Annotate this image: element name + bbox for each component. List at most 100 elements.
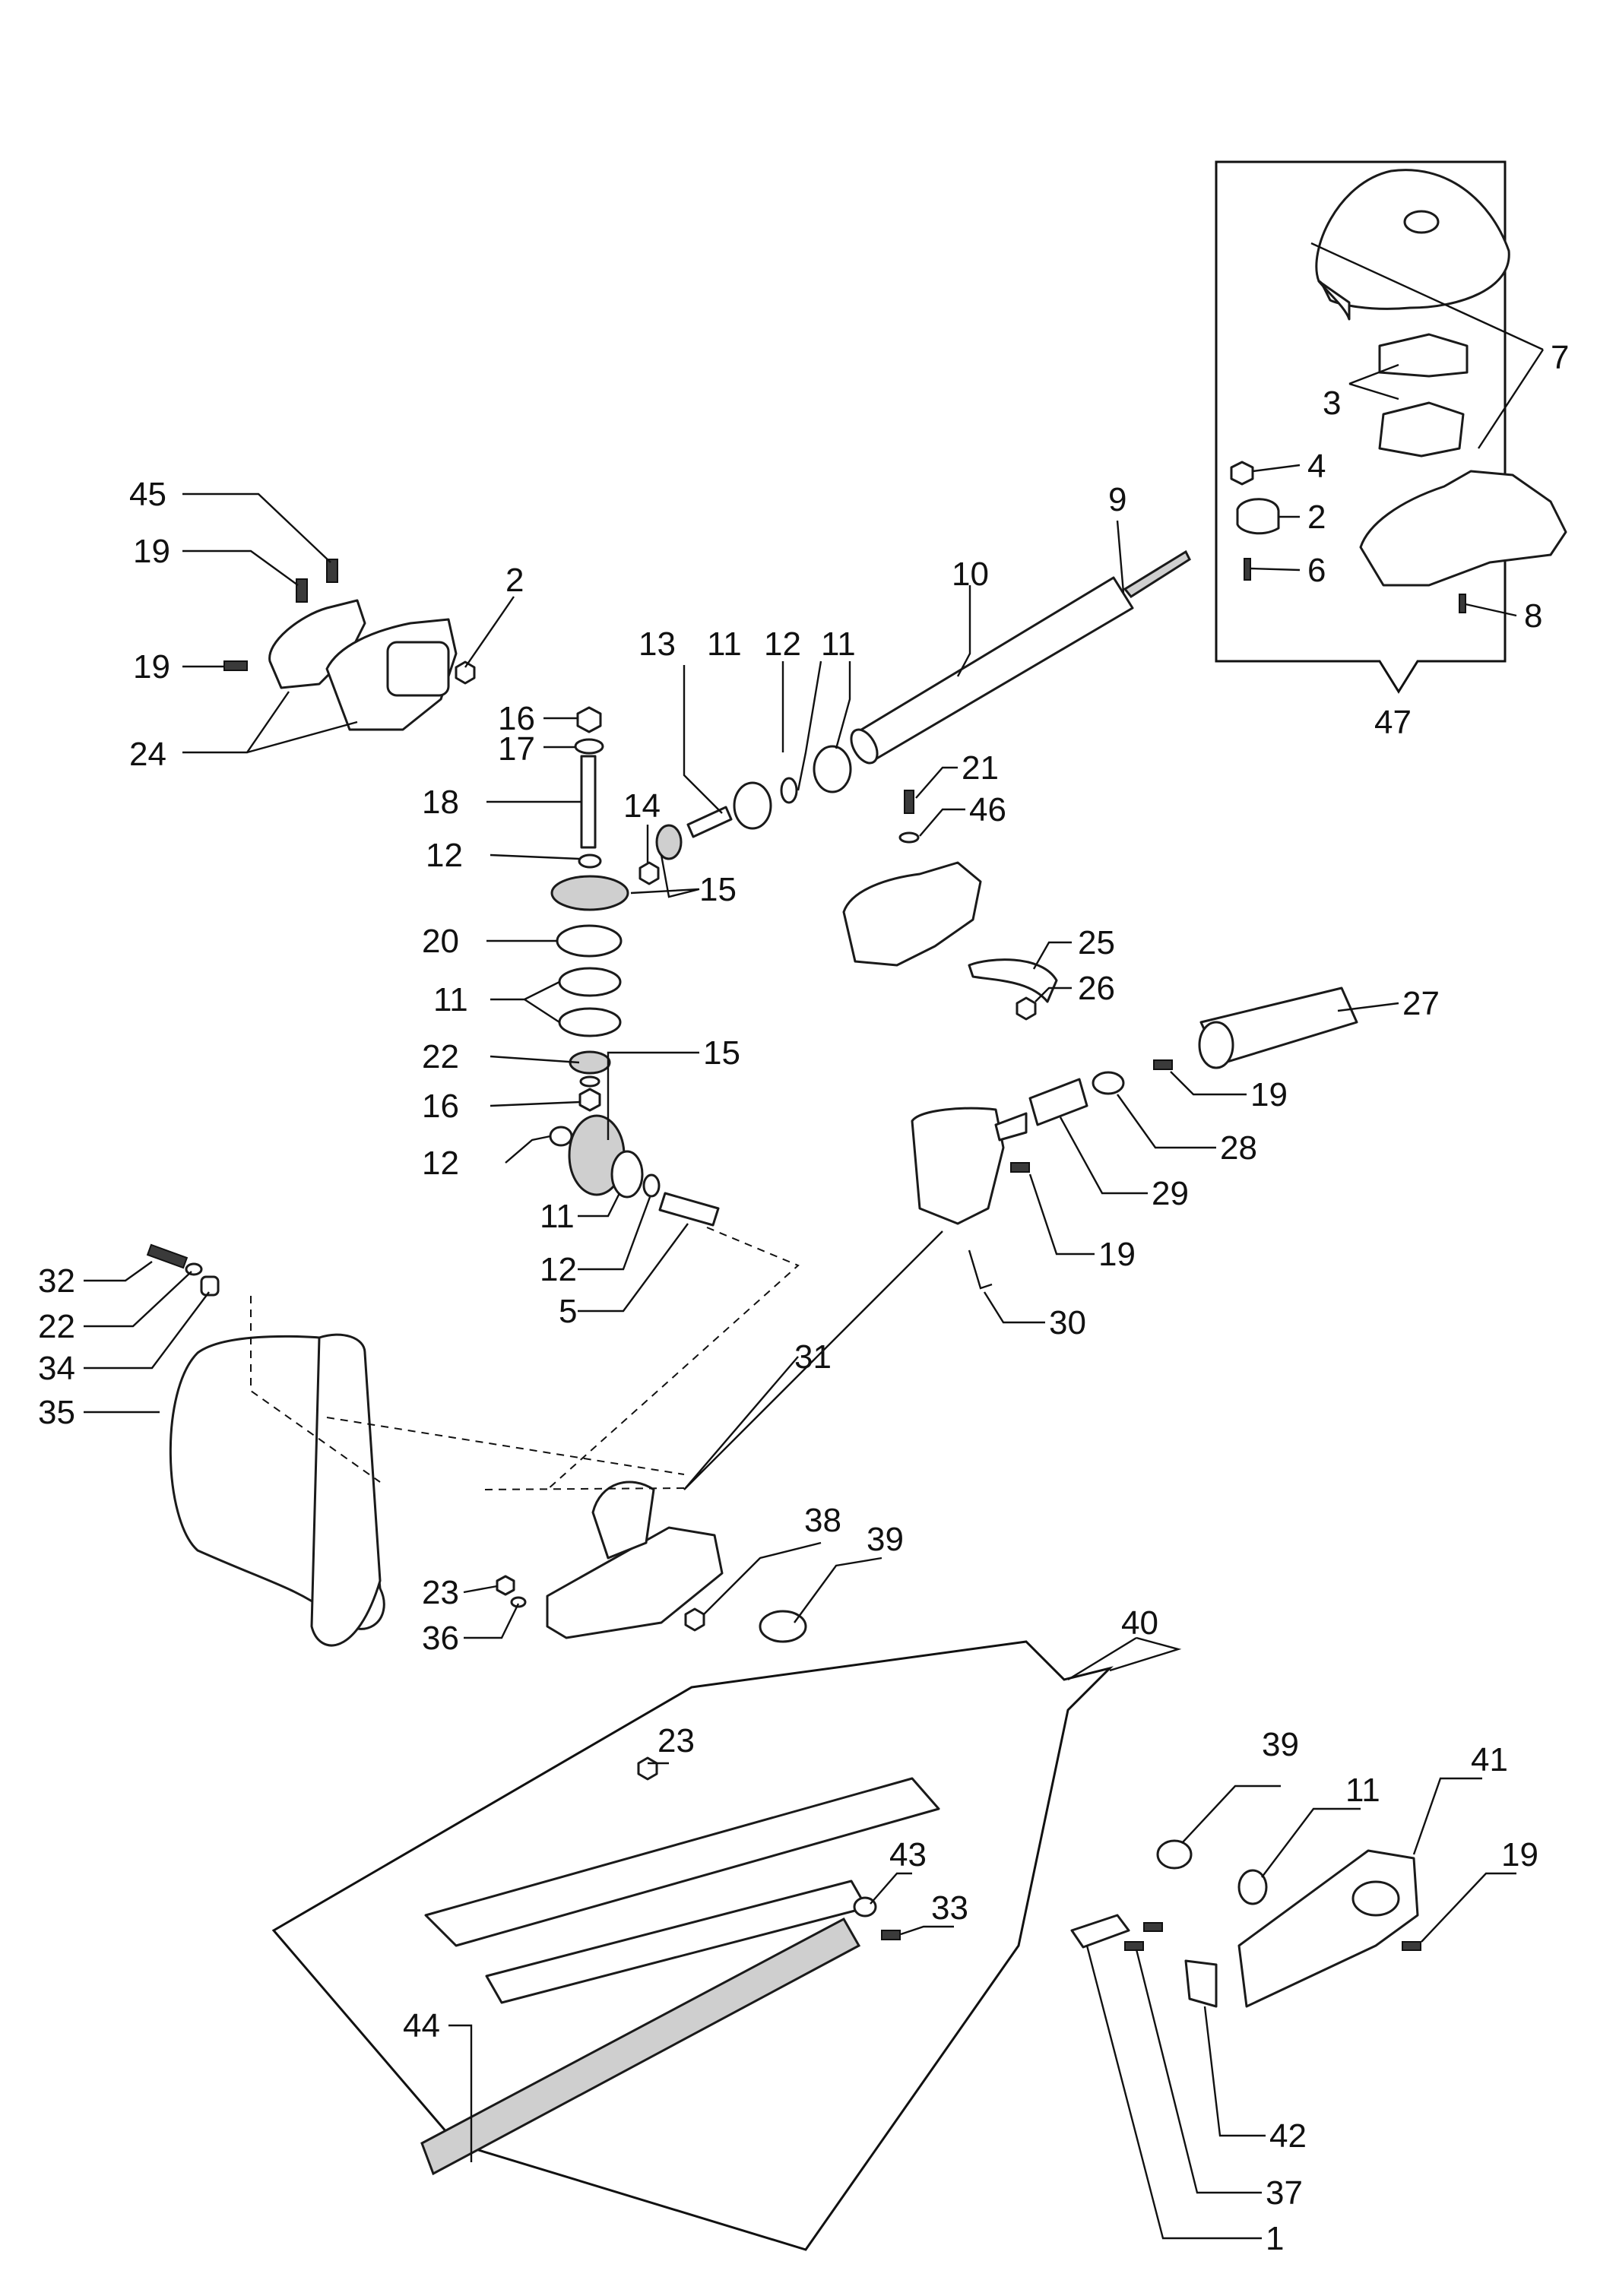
- callout-39: 39: [1262, 1726, 1299, 1763]
- nut-14: [638, 861, 660, 885]
- assembly-lines: [250, 1227, 800, 1490]
- callout-11: 11: [1345, 1772, 1380, 1809]
- spindle-18: [580, 755, 597, 849]
- callout-29: 29: [1152, 1175, 1189, 1212]
- screw-19b: [223, 660, 248, 671]
- gear-case: [842, 790, 1058, 1021]
- callout-11: 11: [433, 981, 468, 1018]
- screw-6: [1244, 558, 1251, 581]
- callout-16: 16: [498, 700, 535, 737]
- spring-plate-25: [968, 958, 1058, 1003]
- nut-23b: [637, 1756, 658, 1781]
- callout-26: 26: [1078, 970, 1115, 1007]
- o-ring-20: [556, 924, 623, 958]
- callout-18: 18: [422, 784, 459, 821]
- washer-46: [898, 831, 920, 844]
- bolt-32: [146, 1243, 189, 1269]
- callout-7: 7: [1551, 339, 1569, 376]
- screw-19c: [1153, 1059, 1173, 1070]
- nut-23: [496, 1575, 515, 1596]
- screw-19e: [1402, 1941, 1421, 1951]
- callout-19: 19: [1501, 1836, 1538, 1873]
- cover-plate-41: [1237, 1849, 1419, 2008]
- shaft-gear-13: [686, 806, 733, 838]
- pinion-15b: [655, 824, 683, 860]
- gear-housing-24: [223, 559, 476, 731]
- leader-lines: [84, 242, 1545, 2240]
- blade-upper: [424, 1777, 940, 1947]
- callout-labels: 7 3 4 2 6 8 47 45 19 19 24 2 9 10 13 11 …: [38, 339, 1569, 2257]
- ring-12c: [642, 1173, 661, 1198]
- bearing-11e: [813, 745, 852, 793]
- washer-22: [579, 1075, 600, 1088]
- callout-24: 24: [129, 736, 166, 773]
- callout-33: 33: [931, 1889, 968, 1927]
- kit-box-47: [1215, 160, 1567, 694]
- ring-12d: [780, 777, 798, 804]
- callout-40: 40: [1121, 1604, 1158, 1642]
- ring-12a: [578, 853, 602, 869]
- callout-11: 11: [707, 625, 742, 663]
- spring-29: [1028, 1078, 1088, 1126]
- callout-22: 22: [422, 1038, 459, 1075]
- front-handle-35: [146, 1243, 385, 1647]
- rear-handle: [911, 986, 1358, 1290]
- crank-pin-5: [658, 1192, 720, 1227]
- nut-4: [1230, 461, 1254, 486]
- screw-19d: [1010, 1162, 1030, 1173]
- callout-34: 34: [38, 1350, 75, 1387]
- callout-19: 19: [1098, 1236, 1136, 1273]
- nut-26: [1016, 996, 1037, 1021]
- callout-12: 12: [764, 625, 801, 663]
- callout-2: 2: [505, 562, 524, 599]
- bearing-11d: [733, 781, 772, 830]
- callout-32: 32: [38, 1262, 75, 1300]
- callout-6: 6: [1307, 552, 1326, 589]
- callout-17: 17: [498, 730, 535, 768]
- switch-housing-31: [911, 1107, 1005, 1225]
- clamp-upper: [1378, 333, 1469, 378]
- blade-guard-44: [420, 1917, 861, 2176]
- callout-44: 44: [403, 2007, 440, 2044]
- callout-12: 12: [426, 837, 463, 874]
- callout-2: 2: [1307, 499, 1326, 536]
- nut-38: [684, 1607, 705, 1632]
- callout-22: 22: [38, 1308, 75, 1345]
- callout-36: 36: [422, 1620, 459, 1657]
- callout-41: 41: [1471, 1741, 1508, 1778]
- callout-13: 13: [638, 625, 676, 663]
- screw-33: [881, 1930, 901, 1940]
- callout-45: 45: [129, 476, 166, 513]
- plate-1: [1070, 1914, 1130, 1949]
- guide-42: [1184, 1959, 1218, 2008]
- clamp-lower: [1378, 401, 1465, 458]
- drive-shaft: [850, 549, 1191, 765]
- callout-15: 15: [699, 871, 737, 908]
- callout-12: 12: [540, 1251, 577, 1288]
- bearing-11b: [558, 1007, 622, 1037]
- callout-42: 42: [1269, 2117, 1307, 2155]
- callout-5: 5: [559, 1293, 577, 1330]
- washer-22b: [185, 1262, 203, 1276]
- callout-38: 38: [804, 1502, 841, 1539]
- ring-12b: [549, 1126, 573, 1147]
- screw-19a: [296, 578, 308, 603]
- screw-37b: [1143, 1922, 1163, 1932]
- callout-35: 35: [38, 1394, 75, 1431]
- callout-8: 8: [1524, 597, 1542, 635]
- lower-handle-housing: [1359, 470, 1567, 587]
- screw-37a: [1124, 1941, 1144, 1951]
- nut-16b: [578, 1088, 601, 1112]
- bearing-11c: [610, 1150, 644, 1199]
- cap-28: [1092, 1071, 1125, 1095]
- callout-4: 4: [1307, 448, 1326, 485]
- callout-14: 14: [623, 787, 661, 825]
- callout-19: 19: [1250, 1076, 1288, 1113]
- bearing-11a: [558, 967, 622, 997]
- callout-10: 10: [952, 556, 989, 593]
- nut-2: [455, 660, 476, 685]
- screw-45: [326, 559, 338, 583]
- spacer-34: [200, 1275, 220, 1297]
- washer-36: [510, 1596, 527, 1608]
